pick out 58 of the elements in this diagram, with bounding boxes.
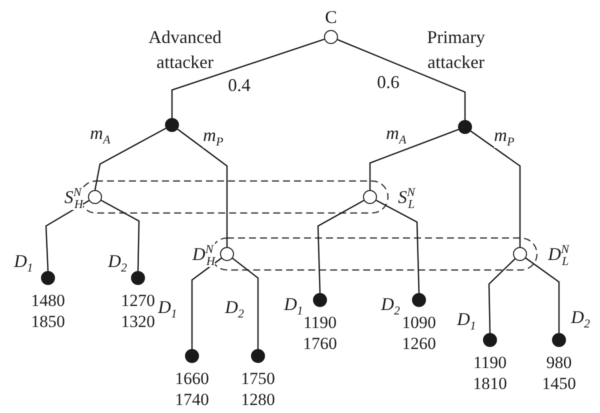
decision-node (458, 120, 472, 134)
payoff-value: 1190 (303, 312, 337, 333)
tree-branch (45, 200, 90, 272)
edge-label: 0.6 (377, 73, 400, 91)
open-node (220, 247, 234, 261)
edge-label: D$_{2}$ (225, 298, 244, 320)
decision-node (483, 333, 497, 347)
tree-branch (100, 200, 140, 272)
payoff-value: 1760 (303, 333, 337, 354)
decision-node (131, 271, 145, 285)
chance-node-label: C (325, 8, 337, 26)
decision-node (185, 349, 199, 363)
tree-branch (369, 128, 459, 190)
payoff-value: 1740 (175, 389, 209, 410)
decision-node (552, 333, 566, 347)
payoff-value: 1660 (175, 368, 209, 389)
tree-branch (317, 200, 364, 294)
open-node (88, 190, 102, 204)
player-label: Primary attacker (426, 26, 486, 74)
edge-label: D$_{2}$ (108, 252, 127, 274)
edge-label: D$_{1}$ (158, 298, 177, 320)
payoff-value: 1270 (121, 290, 155, 311)
edge-label: D$_{1}$ (457, 310, 476, 332)
payoff-value: 980 (546, 352, 572, 373)
decision-node (313, 293, 327, 307)
payoff-value: 1260 (402, 333, 436, 354)
decision-node (251, 349, 265, 363)
open-node (324, 30, 338, 44)
payoff-value: 1190 (473, 352, 507, 373)
tree-branch (470, 130, 521, 247)
edge-label: D$_{2}$ (381, 295, 400, 317)
edge-label: D$_{1}$ (284, 295, 303, 317)
edge-label: 0.4 (228, 76, 250, 94)
decision-node (41, 271, 55, 285)
tree-branch (171, 38, 325, 118)
decision-node (412, 293, 426, 307)
open-node (363, 190, 377, 204)
tree-branch (488, 258, 516, 334)
payoff-value: 1810 (473, 373, 507, 394)
edge-label: D$_{1}$ (14, 252, 33, 274)
payoff-value: 1480 (31, 290, 65, 311)
payoff-value: 1850 (31, 311, 65, 332)
tree-branch (191, 258, 222, 349)
tree-branch (232, 258, 259, 349)
payoff-value: 1090 (402, 312, 436, 333)
tree-branch (177, 128, 228, 247)
open-node (513, 247, 527, 261)
tree-branch (94, 128, 166, 190)
tree-branch (337, 39, 466, 120)
player-label: Advanced attacker (148, 26, 222, 74)
payoff-value: 1280 (241, 389, 275, 410)
tree-branch (376, 200, 420, 294)
tree-branch (525, 258, 560, 333)
payoff-value: 1320 (121, 311, 155, 332)
edge-label: D$_{2}$ (571, 308, 590, 330)
payoff-value: 1750 (241, 368, 275, 389)
decision-node (165, 118, 179, 132)
payoff-value: 1450 (542, 373, 576, 394)
